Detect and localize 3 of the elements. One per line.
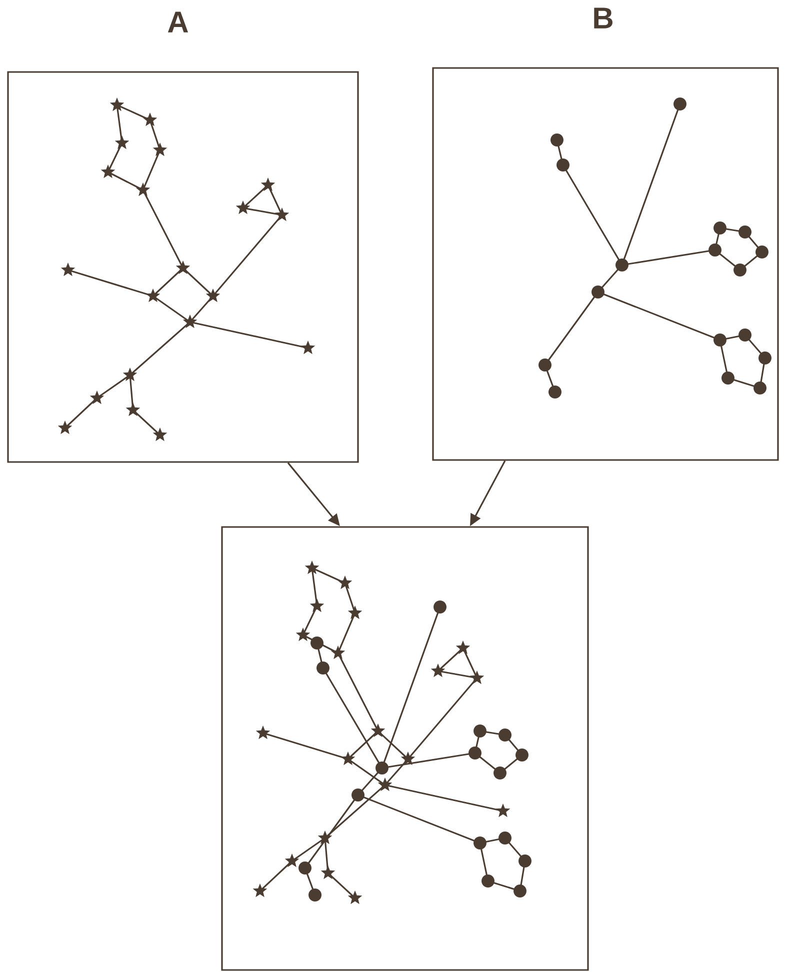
panel-heading: B: [594, 8, 612, 28]
panel-box: [221, 526, 589, 971]
panel-heading: A: [168, 12, 188, 32]
